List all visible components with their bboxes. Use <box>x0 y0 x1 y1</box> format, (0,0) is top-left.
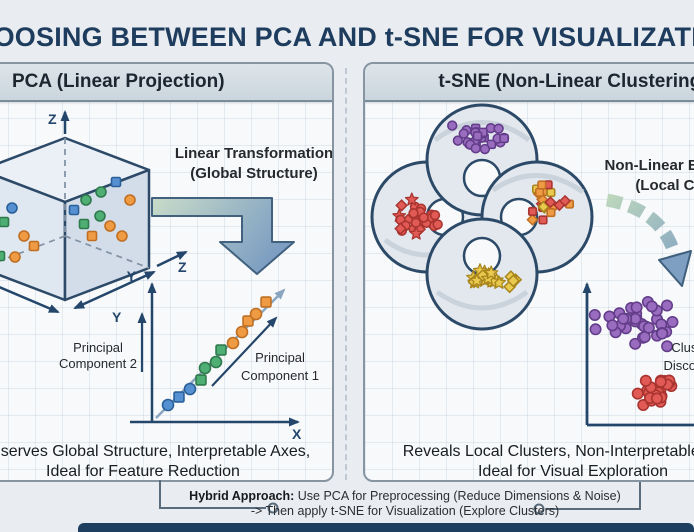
manifold-knot <box>370 103 594 331</box>
cube-y-label: Y <box>112 309 122 325</box>
cluster-discovery-line1: Cluster <box>671 340 694 355</box>
pca-panel-title: PCA (Linear Projection) <box>12 71 225 92</box>
cube-z-side-label: Z <box>178 259 187 275</box>
cube-z-top-label: Z <box>48 111 57 127</box>
plot-x-label: X <box>292 426 302 442</box>
plot-y-label: Y <box>127 268 137 284</box>
cluster-discovery-line2: Discovery <box>663 358 694 373</box>
pca-panel-header: PCA (Linear Projection) <box>0 64 332 102</box>
pca-caption-line1: Preserves Global Structure, Interpretabl… <box>0 443 311 460</box>
hybrid-line1-rest: Use PCA for Preprocessing (Reduce Dimens… <box>294 489 621 503</box>
hybrid-bold: Hybrid Approach: <box>189 489 295 503</box>
transform-label-line2: (Global Structure) <box>190 165 318 182</box>
hybrid-line2: -> Then apply t-SNE for Visualization (E… <box>250 504 560 518</box>
pca-panel: PCA (Linear Projection) <box>0 62 334 482</box>
tsne-panel: t-SNE (Non-Linear Clustering) <box>363 62 694 482</box>
pca-projected-points <box>161 296 272 412</box>
hybrid-approach-note: Hybrid Approach: Use PCA for Preprocessi… <box>116 489 694 519</box>
pca-plot: Y X Principal Component 2 Principal Comp… <box>59 268 319 442</box>
cube-hidden-edges <box>0 138 150 269</box>
tsne-panel-title: t-SNE (Non-Linear Clustering) <box>438 71 694 92</box>
page-title: CHOOSING BETWEEN PCA AND t-SNE FOR VISUA… <box>0 22 694 52</box>
pca-caption: Preserves Global Structure, Interpretabl… <box>0 442 332 480</box>
transform-arrow <box>151 197 295 275</box>
panel-divider <box>345 68 347 480</box>
tsne-diagram: Non-Linear Embedding (Local Clusters) Cl… <box>370 103 694 427</box>
pc1-label-line2: Component 1 <box>241 368 319 383</box>
cube-axes: Z Y Z <box>0 110 188 325</box>
pc2-label-line2: Component 2 <box>59 356 137 371</box>
embedding-label-line2: (Local Clusters) <box>635 177 694 194</box>
right-connector-dot <box>533 503 545 515</box>
pc2-label-line1: Principal <box>73 340 123 355</box>
embedding-arrow-head <box>658 250 692 287</box>
tsne-plot: Cluster Discovery <box>582 282 694 427</box>
pc1-label-line1: Principal <box>255 350 305 365</box>
hybrid-line1: Hybrid Approach: Use PCA for Preprocessi… <box>116 489 694 504</box>
tsne-caption-line2: Ideal for Visual Exploration <box>477 463 669 480</box>
pca-diagram: Z Y Z Linear Transformation (Global Stru… <box>0 110 333 442</box>
pc1-arrow <box>211 316 278 387</box>
embedding-arrow-dashes <box>605 193 682 258</box>
left-connector-dot <box>267 502 279 514</box>
footer-connectors <box>159 480 641 515</box>
pca-caption-line2: Ideal for Feature Reduction <box>46 463 240 480</box>
embedding-label-line1: Non-Linear Embedding <box>605 157 694 174</box>
data-cube: Z Y Z <box>0 110 188 325</box>
tsne-caption-line1: Reveals Local Clusters, Non-Interpretabl… <box>402 443 694 460</box>
tsne-caption: Reveals Local Clusters, Non-Interpretabl… <box>365 442 694 480</box>
transform-label-line1: Linear Transformation <box>175 145 333 162</box>
knot-cluster-points <box>392 120 575 294</box>
bottom-accent-bar <box>78 523 694 532</box>
tsne-cluster-points <box>588 296 679 411</box>
cube-scatter-points <box>0 176 136 263</box>
tsne-panel-header: t-SNE (Non-Linear Clustering) <box>365 64 694 102</box>
